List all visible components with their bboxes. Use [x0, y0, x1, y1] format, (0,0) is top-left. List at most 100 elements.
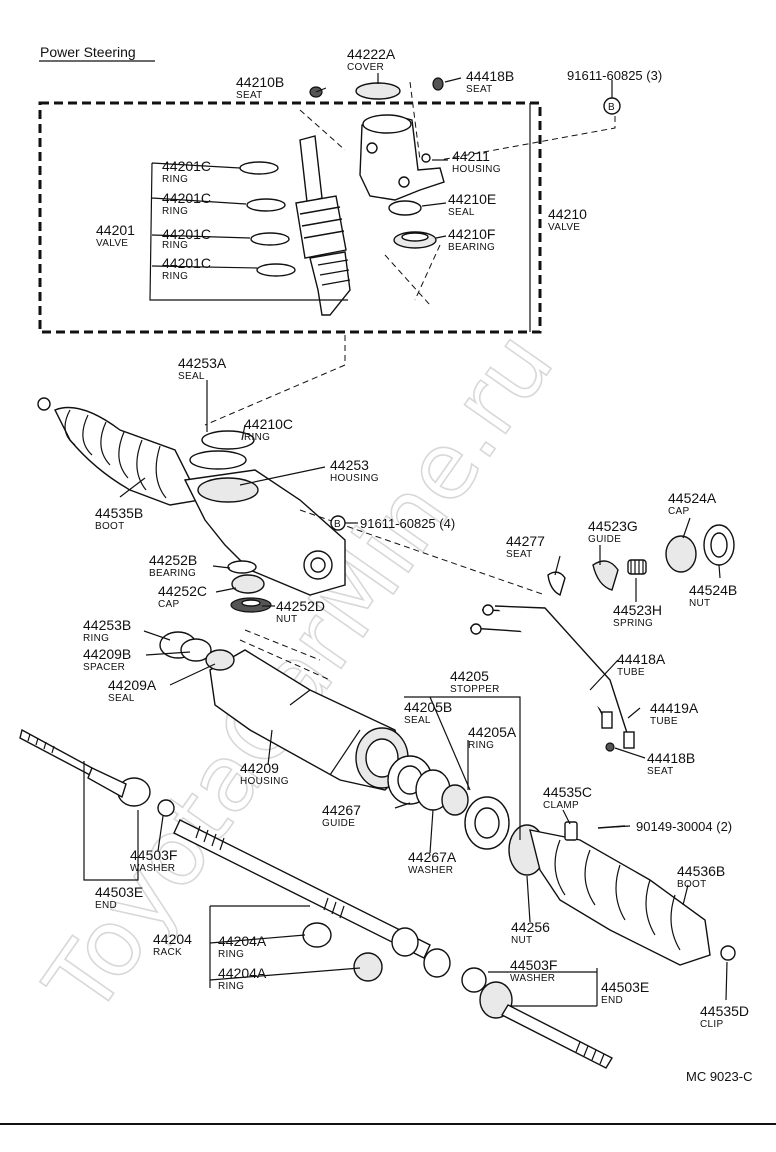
- leader-lines: [83, 73, 728, 1007]
- left-boot-drawing: [37, 397, 202, 506]
- svg-text:44210C: 44210C: [244, 416, 293, 432]
- svg-text:SEAT: SEAT: [506, 549, 533, 560]
- svg-text:44535B: 44535B: [95, 505, 143, 521]
- svg-text:SEAL: SEAL: [108, 693, 135, 704]
- svg-text:SEAT: SEAT: [647, 766, 674, 777]
- svg-text:NUT: NUT: [511, 935, 532, 946]
- svg-text:44256: 44256: [511, 919, 550, 935]
- svg-text:91611-60825 (3): 91611-60825 (3): [567, 68, 662, 83]
- svg-text:SEAL: SEAL: [178, 371, 205, 382]
- svg-text:RING: RING: [162, 271, 188, 282]
- tubes-drawing: [469, 604, 635, 752]
- svg-text:44524A: 44524A: [668, 490, 717, 506]
- svg-text:44252B: 44252B: [149, 552, 197, 568]
- svg-text:44253: 44253: [330, 457, 369, 473]
- svg-text:SEAL: SEAL: [404, 715, 431, 726]
- svg-text:44209: 44209: [240, 760, 279, 776]
- svg-text:GUIDE: GUIDE: [588, 534, 621, 545]
- svg-text:B: B: [334, 519, 341, 530]
- svg-text:RING: RING: [218, 981, 244, 992]
- svg-text:CLAMP: CLAMP: [543, 800, 579, 811]
- valve-shaft-drawing: [295, 135, 351, 316]
- svg-text:44419A: 44419A: [650, 700, 699, 716]
- svg-text:44267: 44267: [322, 802, 361, 818]
- svg-text:GUIDE: GUIDE: [322, 818, 355, 829]
- svg-text:44503F: 44503F: [510, 957, 557, 973]
- svg-text:91611-60825 (4): 91611-60825 (4): [360, 516, 455, 531]
- svg-text:44210: 44210: [548, 206, 587, 222]
- svg-text:TUBE: TUBE: [617, 667, 645, 678]
- svg-text:VALVE: VALVE: [96, 238, 128, 249]
- svg-text:COVER: COVER: [347, 62, 384, 73]
- svg-text:44204A: 44204A: [218, 933, 267, 949]
- callout-91611-60825-4: B 91611-60825 (4): [330, 515, 455, 531]
- svg-text:44201: 44201: [96, 222, 135, 238]
- valve-guide-lines: [299, 81, 616, 306]
- svg-text:44210E: 44210E: [448, 191, 496, 207]
- callout-90149-30004-2: 90149-30004 (2): [636, 819, 732, 834]
- footer-code: MC 9023-C: [686, 1069, 752, 1084]
- svg-text:44418B: 44418B: [647, 750, 695, 766]
- svg-text:44523H: 44523H: [613, 602, 662, 618]
- svg-text:HOUSING: HOUSING: [452, 164, 501, 175]
- svg-text:44524B: 44524B: [689, 582, 737, 598]
- svg-text:44503E: 44503E: [95, 884, 143, 900]
- valve-housing-drawing: [359, 114, 445, 201]
- svg-text:44205: 44205: [450, 668, 489, 684]
- svg-text:WASHER: WASHER: [510, 973, 555, 984]
- svg-text:SPRING: SPRING: [613, 618, 653, 629]
- svg-text:44523G: 44523G: [588, 518, 638, 534]
- diagram-title: Power Steering: [40, 44, 136, 60]
- svg-text:44267A: 44267A: [408, 849, 457, 865]
- svg-text:44253A: 44253A: [178, 355, 227, 371]
- valve-seal-bearing-drawing: [388, 200, 437, 249]
- svg-text:RING: RING: [244, 432, 270, 443]
- rack-drawing: [173, 819, 451, 982]
- svg-text:44503F: 44503F: [130, 847, 177, 863]
- svg-text:BOOT: BOOT: [677, 879, 707, 890]
- rack-guide-parts-drawing: [547, 524, 735, 597]
- svg-text:RING: RING: [468, 740, 494, 751]
- valve-rings-drawing: [239, 161, 296, 277]
- svg-text:TUBE: TUBE: [650, 716, 678, 727]
- rack-guide-washer-drawing: [387, 755, 510, 850]
- right-boot-drawing: [508, 821, 736, 966]
- svg-text:44253B: 44253B: [83, 617, 131, 633]
- svg-text:BEARING: BEARING: [149, 568, 196, 579]
- svg-text:RING: RING: [162, 240, 188, 251]
- svg-text:VALVE: VALVE: [548, 222, 580, 233]
- svg-text:44205B: 44205B: [404, 699, 452, 715]
- svg-text:CLIP: CLIP: [700, 1019, 723, 1030]
- svg-text:END: END: [601, 995, 623, 1006]
- svg-text:SEAT: SEAT: [236, 90, 263, 101]
- svg-text:NUT: NUT: [689, 598, 710, 609]
- svg-text:44204A: 44204A: [218, 965, 267, 981]
- svg-text:RING: RING: [218, 949, 244, 960]
- svg-text:END: END: [95, 900, 117, 911]
